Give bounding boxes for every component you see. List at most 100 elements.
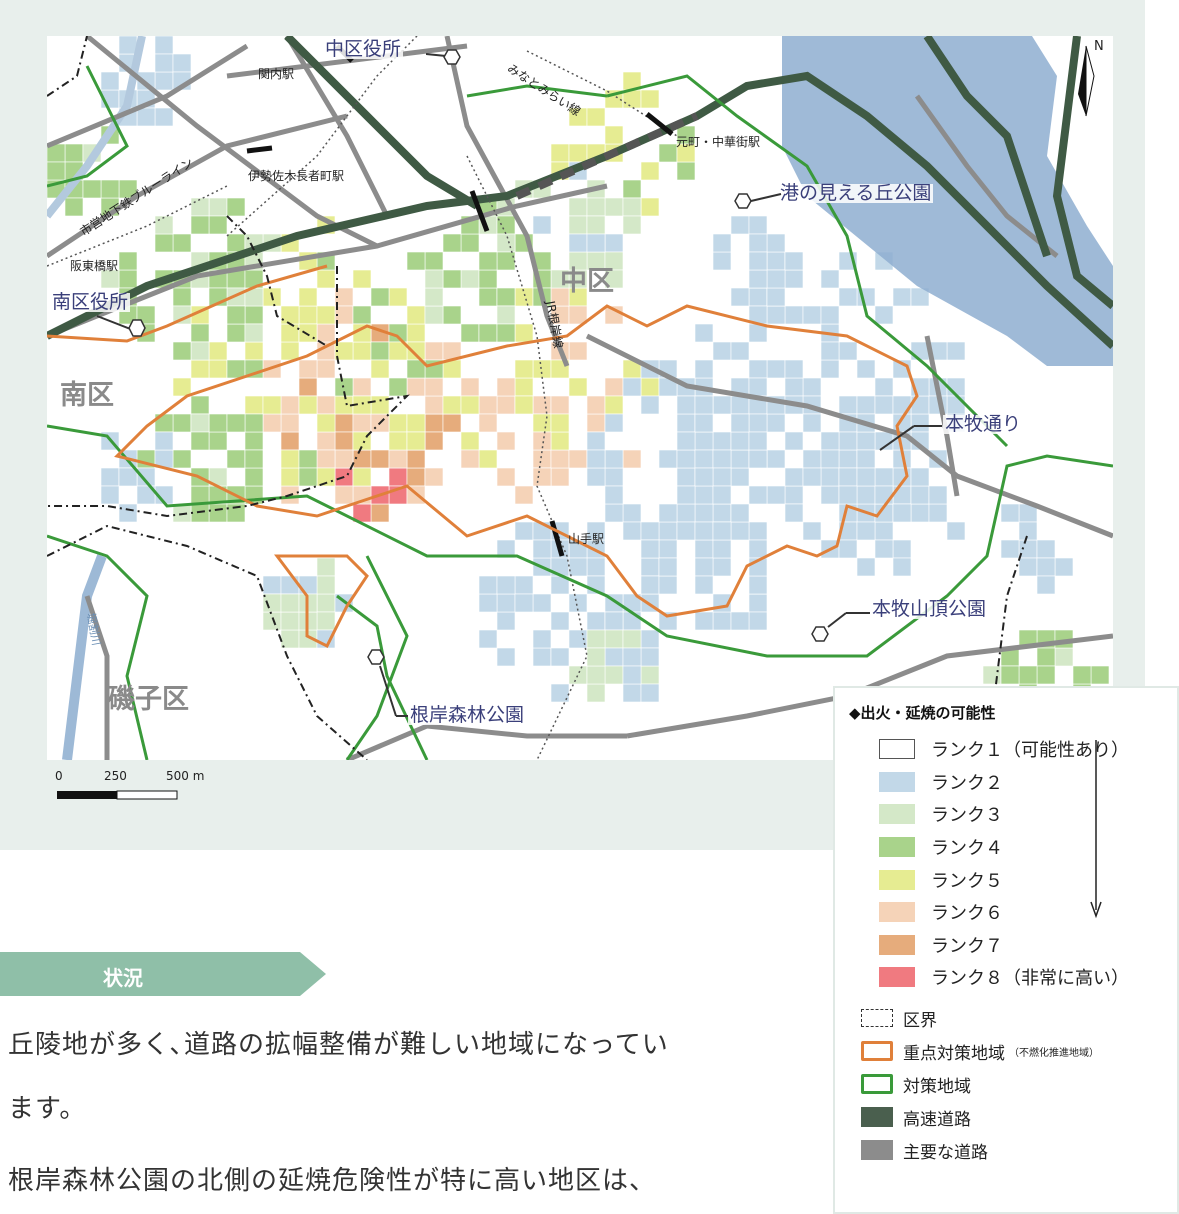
hazard-cell [838,467,858,487]
hazard-cell [190,503,210,523]
hazard-cell [748,287,768,307]
hazard-cell [1054,647,1074,667]
hazard-cell [172,53,192,73]
hazard-cell [478,395,498,415]
hazard-cell [244,323,264,343]
hazard-cell [694,467,714,487]
hazard-cell [802,449,822,469]
hazard-cell [352,305,372,325]
hazard-cell [298,395,318,415]
hazard-cell [748,611,768,631]
hazard-cell [352,413,372,433]
hazard-cell [694,413,714,433]
hazard-cell [532,539,552,559]
situation-heading: 状況 [103,966,143,990]
hazard-cell [712,431,732,451]
hazard-cell [784,503,804,523]
hazard-cell [766,413,786,433]
hazard-cell [550,395,570,415]
hazard-cell [604,269,624,289]
hazard-cell [640,89,660,109]
hazard-cell [1036,647,1056,667]
hazard-cell [532,593,552,613]
hazard-cell [172,377,192,397]
hazard-cell [568,557,588,577]
hazard-cell [190,215,210,235]
hazard-cell [370,359,390,379]
hazard-cell [100,467,120,487]
hazard-cell [748,215,768,235]
rank-label: ランク２ [931,772,1003,794]
hazard-cell [388,449,408,469]
hazard-cell [154,233,174,253]
hazard-cell [784,377,804,397]
hazard-cell [406,413,426,433]
hazard-cell [946,395,966,415]
hazard-cell [370,287,390,307]
hazard-cell [316,449,336,469]
hazard-cell [730,413,750,433]
hazard-cell [406,449,426,469]
motomachi-station-label: 元町・中華街駅 [676,135,761,149]
rank-label: ランク７ [931,935,1003,957]
hazard-cell [856,359,876,379]
hazard-cell [478,629,498,649]
hazard-cell [370,503,390,523]
situation-line-1: 丘陵地が多く､道路の拡幅整備が難しい地域になってい [8,1030,669,1060]
hazard-cell [694,395,714,415]
honmoku-park-label: 本牧山頂公園 [870,598,989,620]
hazard-cell [550,467,570,487]
bandobashi-station-label: 阪東橋駅 [70,259,119,273]
hazard-cell [514,395,534,415]
hazard-cell [460,377,480,397]
hazard-cell [64,143,84,163]
hazard-cell [478,269,498,289]
hazard-cell [388,431,408,451]
hazard-cell [604,629,624,649]
target-area-swatch [861,1074,893,1095]
hazard-cell [676,395,696,415]
hazard-cell [496,647,516,667]
hazard-cell [154,431,174,451]
minami-ward-label: 南区 [60,380,114,411]
hazard-cell [568,341,588,361]
hazard-cell [640,197,660,217]
hazard-cell [532,215,552,235]
hazard-cell [640,395,660,415]
hazard-cell [514,359,534,379]
hazard-cell [334,341,354,361]
hazard-cell [856,557,876,577]
hazard-cell [604,449,624,469]
hazard-cell [694,521,714,541]
hazard-cell [856,521,876,541]
hazard-cell [766,269,786,289]
hazard-cell [730,215,750,235]
hazard-cell [208,413,228,433]
negishi-park-icon [367,649,408,717]
hazard-cell [730,503,750,523]
priority-area-swatch [861,1041,893,1062]
hazard-cell [568,305,588,325]
rank-label: ランク８（非常に高い） [931,968,1129,990]
hazard-cell [172,287,192,307]
hazard-cell [208,431,228,451]
legend-ward-border: 区界 [861,1002,1177,1035]
legend-target-area: 対策地域 [861,1068,1177,1101]
hazard-cell [568,215,588,235]
hazard-map[interactable] [47,36,1113,760]
hazard-cell [244,413,264,433]
hazard-cell [424,341,444,361]
hazard-cell [208,341,228,361]
hazard-cell [460,269,480,289]
hazard-cell [820,305,840,325]
hazard-cell [226,413,246,433]
hazard-cell [190,431,210,451]
hazard-cell [568,665,588,685]
hazard-cell [1000,665,1020,685]
hazard-cell [622,179,642,199]
increase-arrow-icon [1090,740,1102,919]
hazard-cell [1018,539,1038,559]
hazard-cell [622,215,642,235]
hazard-cell [406,323,426,343]
